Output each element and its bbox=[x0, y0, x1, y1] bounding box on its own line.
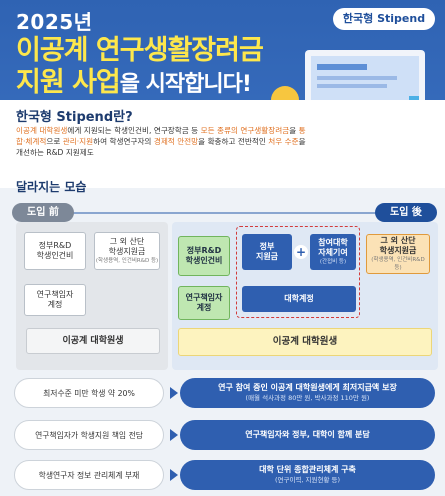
after-label: 도입 後 bbox=[375, 203, 437, 222]
title-highlight: 지원 사업 bbox=[16, 67, 121, 98]
row-before-text: 최저수준 미만 학생 약 20% bbox=[14, 378, 164, 408]
intro-highlight: 처우 수준 bbox=[268, 137, 299, 146]
gov-support-label: 정부 지원금 bbox=[255, 242, 279, 261]
intro-highlight: 모든 종류의 연구생활장려금 bbox=[200, 126, 290, 135]
plus-icon: + bbox=[294, 245, 308, 259]
page-title-line2: 지원 사업을 시작합니다! bbox=[16, 60, 252, 99]
univ-account-box: 대학계정 bbox=[242, 286, 356, 312]
row-after-box: 연구책임자와 정부, 대학이 함께 분담 bbox=[180, 420, 435, 450]
row-after-box: 대학 단위 종합관리체계 구축 (연구이력, 지원현황 등) bbox=[180, 460, 435, 490]
row-after-text: 연구 참여 중인 이공계 대학원생에게 최저지급액 보장 bbox=[218, 383, 397, 392]
row-after-note: (연구이력, 지원현황 등) bbox=[274, 476, 341, 484]
after-other-fund-box: 그 외 산단 학생지원금 (학생용역, 인건비R&D 등) bbox=[366, 234, 430, 274]
before-label: 도입 前 bbox=[12, 203, 74, 222]
univ-contribution-label: 참여대학 자체기여 bbox=[318, 238, 348, 257]
gov-support-box: 정부 지원금 bbox=[242, 234, 292, 270]
intro-highlight: 통합·체계적 bbox=[16, 126, 306, 146]
intro-text: 을 개선하는 R&D 지원제도 bbox=[16, 137, 306, 157]
intro-card: 한국형 Stipend란? 이공계 대학원생에게 지원되는 학생인건비, 연구장… bbox=[0, 100, 445, 188]
intro-text: 으로 bbox=[46, 137, 63, 146]
timeline-line bbox=[60, 212, 385, 214]
before-gov-rnd-label: 정부R&D 학생인건비 bbox=[36, 241, 74, 260]
univ-contribution-note: (간접비 등) bbox=[319, 259, 347, 265]
intro-highlight: 관리·지원 bbox=[62, 137, 94, 146]
intro-text: 을 확충하고 전반적인 bbox=[198, 137, 269, 146]
before-grad-students: 이공계 대학원생 bbox=[26, 328, 160, 354]
univ-account-label: 대학계정 bbox=[284, 294, 314, 303]
comparison-row: 최저수준 미만 학생 약 20% 연구 참여 중인 이공계 대학원생에게 최저지… bbox=[0, 378, 445, 408]
section-title: 달라지는 모습 bbox=[16, 180, 87, 194]
after-gov-rnd-box: 정부R&D 학생인건비 bbox=[178, 236, 230, 276]
year-label: 2025년 bbox=[16, 10, 93, 34]
before-gov-rnd-box: 정부R&D 학생인건비 bbox=[24, 232, 86, 270]
arrow-right-icon bbox=[170, 387, 178, 399]
after-pi-account-label: 연구책임자 계정 bbox=[185, 293, 223, 312]
arrow-right-icon bbox=[170, 469, 178, 481]
before-pi-account-label: 연구책임자 계정 bbox=[36, 290, 74, 309]
row-after-text: 대학 단위 종합관리체계 구축 bbox=[259, 465, 356, 474]
before-other-fund-box: 그 외 산단 학생지원금 (학생용역, 인건비R&D 등) bbox=[94, 232, 160, 270]
comparison-row: 학생연구자 정보 관리체계 부재 대학 단위 종합관리체계 구축 (연구이력, … bbox=[0, 460, 445, 490]
intro-highlight: 이공계 대학원생 bbox=[16, 126, 68, 135]
intro-text: 을 bbox=[289, 126, 299, 135]
after-gov-rnd-label: 정부R&D 학생인건비 bbox=[185, 246, 223, 265]
after-pi-account-box: 연구책임자 계정 bbox=[178, 286, 230, 320]
comparison-row: 연구책임자가 학생지원 책임 전담 연구책임자와 정부, 대학이 함께 분담 bbox=[0, 420, 445, 450]
intro-heading: 한국형 Stipend란? bbox=[16, 110, 133, 125]
before-other-fund-note: (학생용역, 인건비R&D 등) bbox=[95, 258, 159, 264]
row-after-note: (매월 석사과정 80만 원, 박사과정 110만 원) bbox=[245, 394, 370, 402]
arrow-right-icon bbox=[170, 429, 178, 441]
after-other-fund-label: 그 외 산단 학생지원금 bbox=[379, 236, 417, 255]
row-before-text: 연구책임자가 학생지원 책임 전담 bbox=[14, 420, 164, 450]
intro-description: 이공계 대학원생에게 지원되는 학생인건비, 연구장학금 등 모든 종류의 연구… bbox=[16, 125, 306, 158]
after-grad-students: 이공계 대학원생 bbox=[178, 328, 432, 356]
row-after-box: 연구 참여 중인 이공계 대학원생에게 최저지급액 보장 (매월 석사과정 80… bbox=[180, 378, 435, 408]
row-before-text: 학생연구자 정보 관리체계 부재 bbox=[14, 460, 164, 490]
university-account-group bbox=[236, 226, 360, 318]
before-other-fund-label: 그 외 산단 학생지원금 bbox=[108, 237, 146, 256]
before-pi-account-box: 연구책임자 계정 bbox=[24, 284, 86, 316]
after-other-fund-note: (학생용역, 인건비R&D 등) bbox=[371, 257, 425, 271]
stipend-badge: 한국형 Stipend bbox=[333, 8, 435, 30]
page-title-line1: 이공계 연구생활장려금 bbox=[16, 35, 264, 66]
title-rest: 을 시작합니다! bbox=[119, 72, 252, 97]
row-after-text: 연구책임자와 정부, 대학이 함께 분담 bbox=[245, 430, 370, 439]
intro-text: 하여 학생연구자의 bbox=[93, 137, 154, 146]
intro-highlight: 경제적 안전망 bbox=[153, 137, 199, 146]
univ-contribution-box: 참여대학 자체기여 (간접비 등) bbox=[310, 234, 356, 270]
intro-text: 에게 지원되는 학생인건비, 연구장학금 등 bbox=[67, 126, 201, 135]
